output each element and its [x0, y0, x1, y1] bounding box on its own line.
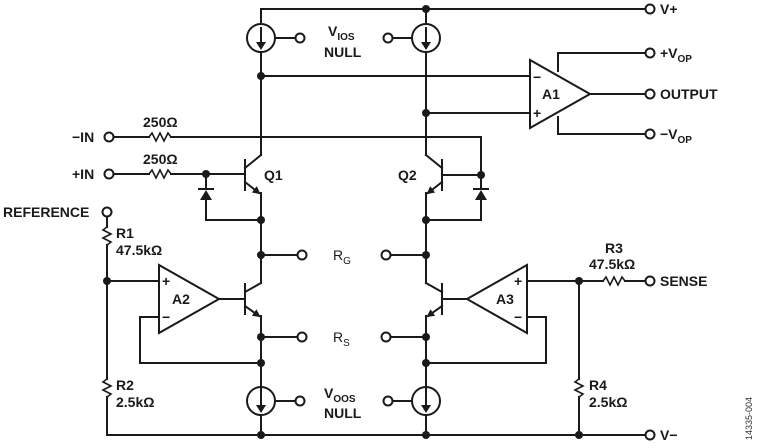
- svg-text:A3: A3: [496, 291, 514, 307]
- output-label: OUTPUT: [660, 86, 718, 102]
- svg-text:+IN: +IN: [72, 166, 94, 182]
- svg-text:−: −: [514, 309, 522, 325]
- svg-text:−VOP: −VOP: [660, 126, 692, 146]
- svg-text:A1: A1: [542, 86, 560, 102]
- minus-in-terminal[interactable]: [103, 131, 115, 143]
- svg-text:NULL: NULL: [324, 405, 362, 421]
- current-source-left-top: [246, 23, 306, 77]
- svg-text:R1: R1: [116, 225, 134, 241]
- current-source-right-bottom: [382, 386, 441, 436]
- svg-text:2.5kΩ: 2.5kΩ: [116, 394, 154, 410]
- vios-null-label: VIOS NULL: [324, 23, 362, 60]
- v-minus-label: V−: [660, 427, 678, 443]
- svg-text:+: +: [533, 105, 541, 121]
- svg-text:−: −: [533, 69, 541, 85]
- amplifier-a3: + − A3: [422, 263, 580, 396]
- rs-right-terminal[interactable]: [380, 331, 392, 343]
- transistor-q2: Q2: [398, 112, 485, 221]
- current-source-left-bottom: [246, 386, 306, 436]
- reference-terminal[interactable]: [101, 206, 113, 218]
- diode-q1: [198, 173, 265, 224]
- svg-text:47.5kΩ: 47.5kΩ: [589, 256, 635, 272]
- figure-id: 14335-004: [744, 397, 754, 440]
- svg-text:SENSE: SENSE: [660, 273, 707, 289]
- minus-in-path: −IN 250Ω: [72, 114, 482, 176]
- amplifier-a2: + − A2: [106, 263, 265, 396]
- voos-null-label: VOOS NULL: [324, 385, 362, 421]
- rg-right-terminal[interactable]: [380, 249, 392, 261]
- plus-in-terminal[interactable]: [103, 168, 115, 180]
- svg-text:2.5kΩ: 2.5kΩ: [589, 394, 627, 410]
- diode-q2: [422, 174, 489, 224]
- svg-text:VIOS: VIOS: [328, 23, 355, 43]
- v-minus-rail: V−: [106, 427, 678, 443]
- svg-text:−IN: −IN: [72, 129, 94, 145]
- svg-text:+: +: [514, 273, 522, 289]
- rs-left-terminal[interactable]: [296, 331, 308, 343]
- svg-text:+: +: [162, 273, 170, 289]
- amplifier-a1: − + A1 +VOP OUTPUT −VOP: [529, 45, 718, 146]
- svg-text:REFERENCE: REFERENCE: [3, 204, 89, 220]
- sense-terminal[interactable]: [644, 275, 656, 287]
- sense-network: SENSE R3 47.5kΩ R4 2.5kΩ: [573, 240, 707, 436]
- reference-network: REFERENCE R1 47.5kΩ R2 2.5kΩ: [3, 204, 162, 436]
- voos-null-left-terminal[interactable]: [294, 395, 306, 407]
- rg-left-terminal[interactable]: [296, 249, 308, 261]
- r-in-minus-value: 250Ω: [143, 114, 178, 130]
- vios-null-left-terminal[interactable]: [294, 32, 306, 44]
- plus-vop-terminal[interactable]: [644, 47, 656, 59]
- svg-text:Q1: Q1: [264, 167, 283, 183]
- svg-text:A2: A2: [172, 291, 190, 307]
- r-in-plus-value: 250Ω: [143, 151, 178, 167]
- svg-text:NULL: NULL: [324, 44, 362, 60]
- rs-label: RS: [333, 329, 350, 349]
- plus-in-path: +IN 250Ω: [72, 151, 244, 182]
- v-plus-rail: V+: [260, 1, 678, 23]
- svg-text:47.5kΩ: 47.5kΩ: [116, 242, 162, 258]
- svg-text:−: −: [162, 309, 170, 325]
- svg-text:VOOS: VOOS: [324, 385, 356, 405]
- svg-text:R2: R2: [116, 377, 134, 393]
- minus-vop-terminal[interactable]: [644, 128, 656, 140]
- svg-text:Q2: Q2: [398, 167, 417, 183]
- current-source-right-top: [382, 8, 441, 53]
- vios-null-right-terminal[interactable]: [382, 32, 394, 44]
- v-minus-terminal[interactable]: [644, 429, 656, 441]
- voos-null-right-terminal[interactable]: [382, 395, 394, 407]
- v-plus-terminal[interactable]: [644, 3, 656, 15]
- rg-label: RG: [333, 247, 351, 267]
- transistor-q1: Q1: [243, 75, 283, 221]
- v-plus-label: V+: [660, 1, 678, 17]
- output-terminal[interactable]: [644, 88, 656, 100]
- svg-text:+VOP: +VOP: [660, 45, 692, 65]
- svg-text:R4: R4: [589, 377, 607, 393]
- svg-text:R3: R3: [605, 240, 623, 256]
